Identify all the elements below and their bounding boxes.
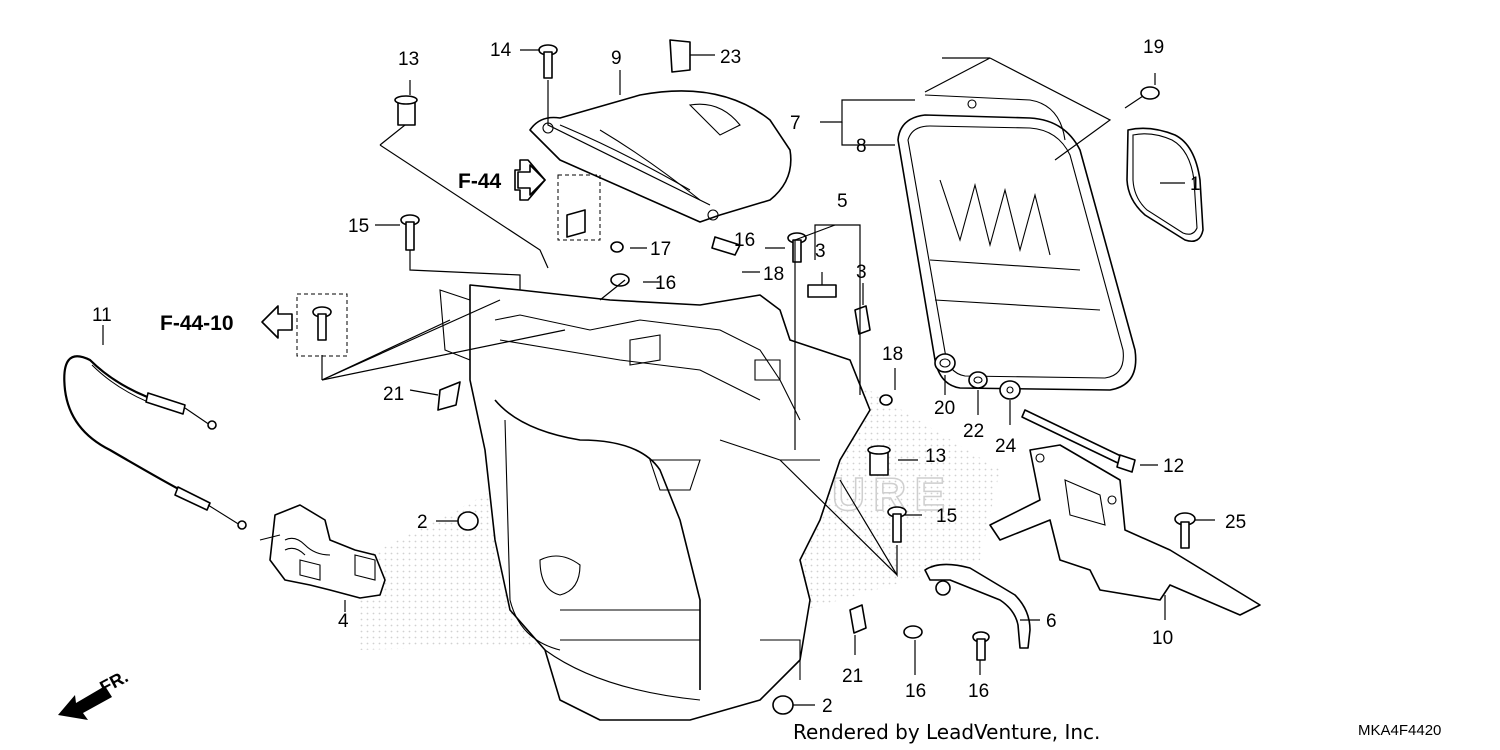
leader-lines bbox=[102, 49, 1215, 706]
part-6-strap bbox=[924, 563, 1031, 649]
callout-13[interactable]: 13 bbox=[925, 446, 946, 467]
callout-16[interactable]: 16 bbox=[734, 230, 755, 251]
callout-8[interactable]: 8 bbox=[856, 136, 867, 157]
callout-14[interactable]: 14 bbox=[490, 40, 512, 61]
callout-18[interactable]: 18 bbox=[763, 264, 784, 285]
callout-6[interactable]: 6 bbox=[1046, 611, 1057, 632]
callout-22[interactable]: 22 bbox=[963, 421, 984, 442]
callout-labels: 1 2 2 3 3 4 5 6 7 8 9 10 11 12 13 13 14 … bbox=[92, 37, 1246, 717]
part-4-latch bbox=[259, 504, 386, 599]
ref-arrow-f4410: F-44-10 bbox=[160, 305, 293, 339]
ref-f44-label[interactable]: F-44 bbox=[458, 170, 502, 193]
callout-15[interactable]: 15 bbox=[348, 216, 369, 237]
callout-17[interactable]: 17 bbox=[650, 239, 671, 260]
callout-3[interactable]: 3 bbox=[815, 241, 826, 262]
rendered-by-credit: Rendered by LeadVenture, Inc. bbox=[793, 720, 1100, 744]
callout-4[interactable]: 4 bbox=[338, 611, 349, 632]
callout-3[interactable]: 3 bbox=[856, 262, 867, 283]
callout-15[interactable]: 15 bbox=[936, 506, 957, 527]
callout-16[interactable]: 16 bbox=[968, 681, 989, 702]
callout-13[interactable]: 13 bbox=[398, 49, 419, 70]
ref-f4410-label[interactable]: F-44-10 bbox=[160, 312, 234, 335]
callout-16[interactable]: 16 bbox=[905, 681, 926, 702]
small-fasteners bbox=[296, 39, 1196, 715]
callout-12[interactable]: 12 bbox=[1163, 456, 1184, 477]
callout-2[interactable]: 2 bbox=[417, 512, 428, 533]
callout-10[interactable]: 10 bbox=[1152, 628, 1173, 649]
callout-9[interactable]: 9 bbox=[611, 48, 622, 69]
direction-indicator: FR. bbox=[58, 666, 131, 720]
diagram-code: MKA4F4420 bbox=[1358, 722, 1441, 739]
callout-16[interactable]: 16 bbox=[655, 273, 676, 294]
callout-23[interactable]: 23 bbox=[720, 47, 741, 68]
part-8-lid bbox=[897, 94, 1137, 391]
ref-arrow-f44: F-44 bbox=[458, 159, 546, 201]
callout-25[interactable]: 25 bbox=[1225, 512, 1246, 533]
callout-21[interactable]: 21 bbox=[383, 384, 404, 405]
part-9-inner-cover bbox=[529, 90, 792, 223]
callout-24[interactable]: 24 bbox=[995, 436, 1017, 457]
clip-detail-box bbox=[557, 174, 601, 241]
callout-20[interactable]: 20 bbox=[934, 398, 955, 419]
part-10-bracket bbox=[989, 444, 1261, 616]
part-1-seal bbox=[1126, 127, 1204, 243]
callout-19[interactable]: 19 bbox=[1143, 37, 1164, 58]
callout-21[interactable]: 21 bbox=[842, 666, 863, 687]
callout-18[interactable]: 18 bbox=[882, 344, 903, 365]
callout-2[interactable]: 2 bbox=[822, 696, 833, 717]
callout-7[interactable]: 7 bbox=[790, 113, 801, 134]
part-5-inner-box bbox=[439, 284, 871, 721]
part-12-bolt bbox=[1021, 409, 1136, 473]
callout-1[interactable]: 1 bbox=[1190, 174, 1201, 195]
callout-11[interactable]: 11 bbox=[92, 305, 112, 326]
part-11-cable bbox=[63, 355, 247, 530]
callout-5[interactable]: 5 bbox=[837, 191, 848, 212]
